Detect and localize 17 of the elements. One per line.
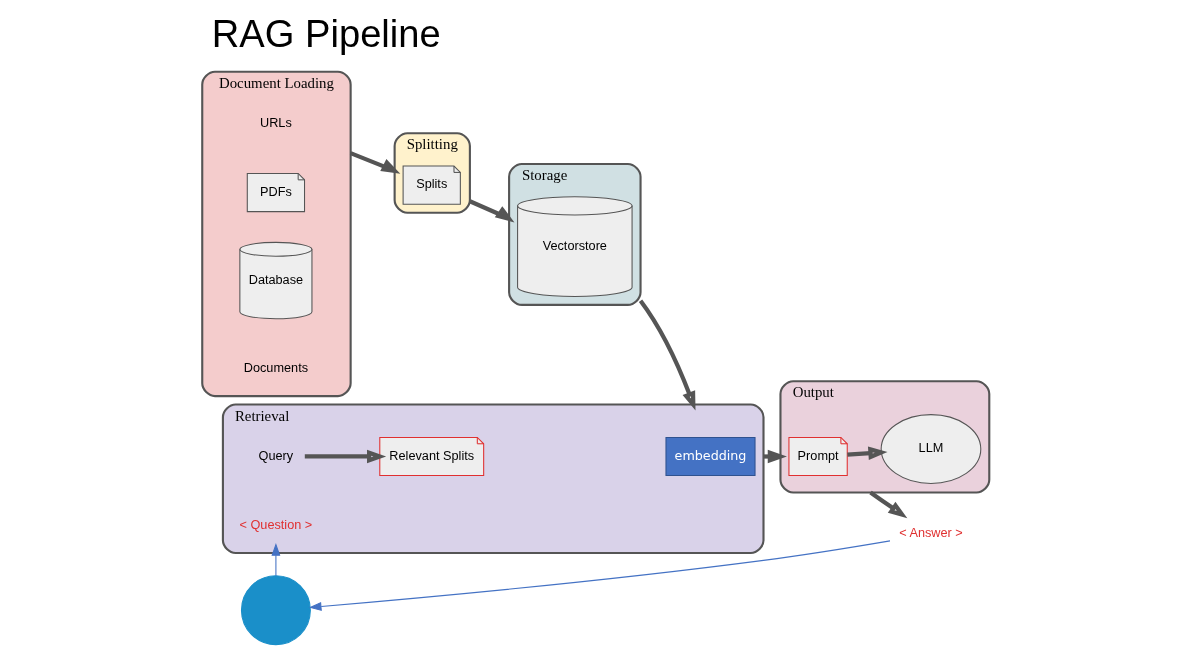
node-text: < Answer > — [899, 525, 963, 541]
arrow — [304, 449, 387, 464]
node-ellipse: LLM — [880, 414, 982, 485]
node-text: < Question > — [239, 516, 313, 532]
arrow — [271, 543, 281, 577]
node-text: Query — [258, 447, 294, 463]
node-text: Documents — [243, 359, 309, 375]
node-box: embedding — [665, 436, 756, 477]
node-person — [240, 575, 311, 646]
diagram-title: RAG Pipeline — [211, 12, 441, 56]
arrow — [847, 446, 888, 460]
arrow — [308, 540, 891, 611]
arrow — [869, 490, 908, 519]
arrow — [638, 299, 696, 411]
node-text: URLs — [260, 114, 292, 130]
arrow — [349, 151, 401, 174]
arrow — [469, 199, 515, 223]
